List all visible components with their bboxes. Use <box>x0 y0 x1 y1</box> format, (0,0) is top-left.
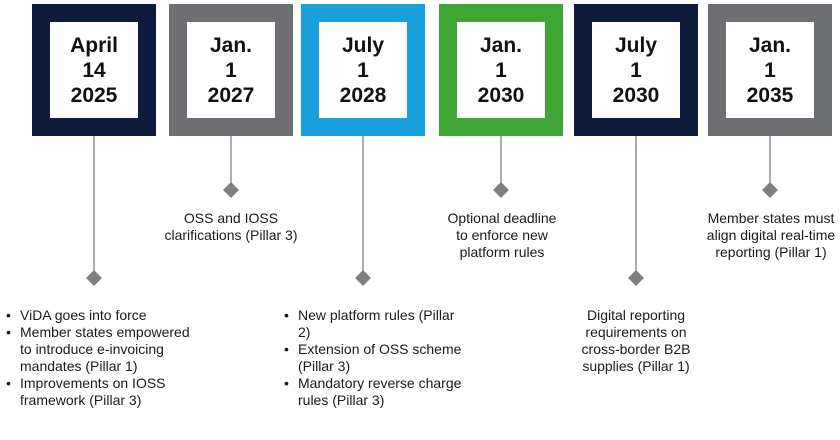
milestone-date-july-2030: July 1 2030 <box>592 22 680 118</box>
connector-diamond-july-2028 <box>355 270 371 286</box>
connector-diamond-jan-2027 <box>223 182 239 198</box>
date-year: 2030 <box>612 83 660 107</box>
milestone-text-july-2030: Digital reporting requirements on cross-… <box>581 307 691 374</box>
milestone-date-jan-2035: Jan. 1 2035 <box>726 22 814 118</box>
milestone-text-jan-2027: OSS and IOSS clarifications (Pillar 3) <box>164 210 298 243</box>
connector-diamond-jan-2030 <box>493 182 509 198</box>
milestone-text-jan-2035: Member states must align digital real-ti… <box>706 210 836 260</box>
milestone-date-april-2025: April 14 2025 <box>50 22 138 118</box>
date-year: 2028 <box>339 83 387 107</box>
bullet-item: Extension of OSS scheme (Pillar 3) <box>284 341 464 375</box>
milestone-date-jan-2030: Jan. 1 2030 <box>457 22 545 118</box>
milestone-box-july-2028: July 1 2028 <box>301 4 425 136</box>
date-month: Jan. <box>209 33 253 57</box>
bullet-item: Member states empowered to introduce e-i… <box>6 324 196 375</box>
date-day: 1 <box>495 58 507 82</box>
date-day: 1 <box>630 58 642 82</box>
bullet-item: ViDA goes into force <box>6 307 196 324</box>
milestone-box-july-2030: July 1 2030 <box>574 4 698 136</box>
milestone-bullets-april-2025: ViDA goes into force Member states empow… <box>6 307 196 409</box>
milestone-box-jan-2027: Jan. 1 2027 <box>169 4 293 136</box>
date-year: 2030 <box>477 83 525 107</box>
milestone-text-jan-2030: Optional deadline to enforce new platfor… <box>447 210 557 260</box>
bullet-item: Mandatory reverse charge rules (Pillar 3… <box>284 375 464 409</box>
milestone-box-jan-2030: Jan. 1 2030 <box>439 4 563 136</box>
date-year: 2027 <box>207 83 255 107</box>
milestone-box-jan-2035: Jan. 1 2035 <box>708 4 832 136</box>
date-day: 1 <box>225 58 237 82</box>
date-month: Jan. <box>748 33 792 57</box>
date-month: July <box>614 33 658 57</box>
milestone-date-july-2028: July 1 2028 <box>319 22 407 118</box>
milestone-bullets-july-2028: New platform rules (Pillar 2) Extension … <box>284 307 464 409</box>
date-month: April <box>70 33 118 57</box>
date-day: 1 <box>764 58 776 82</box>
date-day: 1 <box>357 58 369 82</box>
connector-diamond-jan-2035 <box>762 182 778 198</box>
milestone-box-april-2025: April 14 2025 <box>32 4 156 136</box>
date-month: Jan. <box>479 33 523 57</box>
date-day: 14 <box>82 58 106 82</box>
date-year: 2025 <box>70 83 118 107</box>
milestone-date-jan-2027: Jan. 1 2027 <box>187 22 275 118</box>
bullet-item: Improvements on IOSS framework (Pillar 3… <box>6 375 196 409</box>
date-year: 2035 <box>746 83 794 107</box>
bullet-item: New platform rules (Pillar 2) <box>284 307 464 341</box>
connector-diamond-july-2030 <box>628 270 644 286</box>
date-month: July <box>341 33 385 57</box>
connector-diamond-april-2025 <box>86 270 102 286</box>
